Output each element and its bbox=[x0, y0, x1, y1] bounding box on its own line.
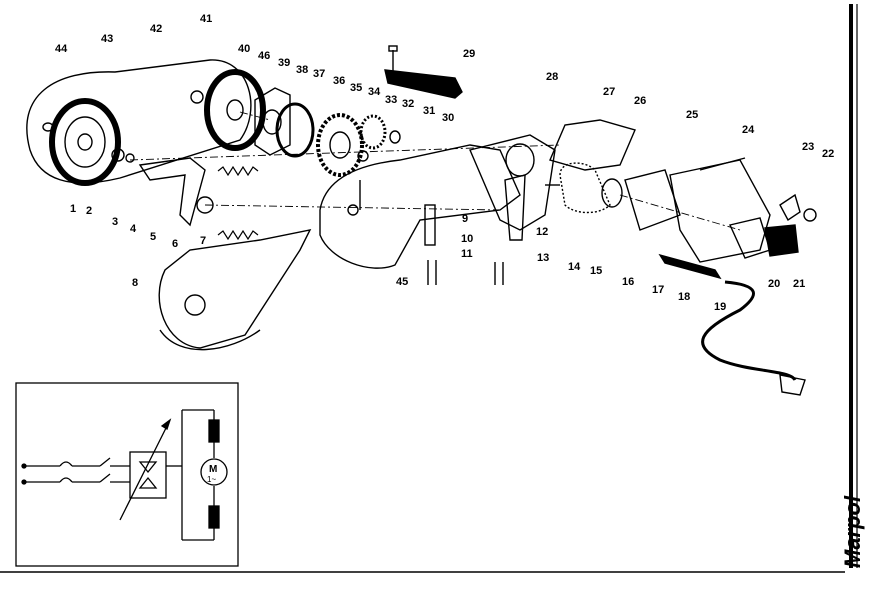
leader-lines bbox=[129, 111, 741, 231]
brand-logo: Marpol bbox=[840, 495, 865, 568]
part-labels: 1 2 3 4 5 6 7 8 9 10 11 12 13 14 15 16 1… bbox=[55, 13, 834, 313]
part-label-46: 46 bbox=[258, 50, 270, 62]
power-cord-18 bbox=[701, 280, 797, 382]
part-label-32: 32 bbox=[402, 98, 414, 110]
svg-text:Marpol: Marpol bbox=[840, 495, 865, 568]
plug bbox=[779, 374, 806, 396]
part-label-43: 43 bbox=[101, 33, 113, 45]
part-label-6: 6 bbox=[172, 238, 178, 250]
part-label-34: 34 bbox=[368, 86, 381, 98]
armature-13 bbox=[559, 162, 611, 214]
part-label-3: 3 bbox=[112, 216, 118, 228]
part-label-2: 2 bbox=[86, 205, 92, 217]
part-label-45: 45 bbox=[396, 276, 408, 288]
upper-belt-cover bbox=[26, 59, 252, 184]
part-label-26: 26 bbox=[634, 95, 646, 107]
part-label-14: 14 bbox=[568, 261, 581, 273]
part-label-13: 13 bbox=[537, 252, 549, 264]
part-label-12: 12 bbox=[536, 226, 548, 238]
part-label-44: 44 bbox=[55, 43, 68, 55]
switch-21 bbox=[764, 224, 799, 257]
part-label-24: 24 bbox=[742, 124, 755, 136]
speed-controller bbox=[129, 451, 167, 499]
motor-housing-24 bbox=[669, 159, 771, 263]
pulley-43 bbox=[49, 98, 121, 186]
circlip-38 bbox=[275, 102, 315, 158]
motor-sub-label: 1~ bbox=[207, 475, 216, 484]
part-label-35: 35 bbox=[350, 82, 362, 94]
part-label-20: 20 bbox=[768, 278, 780, 290]
schematic-frame bbox=[15, 382, 239, 567]
spring-6 bbox=[217, 165, 259, 177]
spring-7 bbox=[217, 229, 259, 241]
parts-line-art bbox=[26, 45, 817, 396]
part-label-4: 4 bbox=[130, 223, 137, 235]
part-label-36: 36 bbox=[333, 75, 345, 87]
part-label-42: 42 bbox=[150, 23, 162, 35]
gear-35 bbox=[316, 113, 364, 177]
part-label-28: 28 bbox=[546, 71, 558, 83]
part-label-39: 39 bbox=[278, 57, 290, 69]
part-label-41: 41 bbox=[200, 13, 212, 25]
gear-34 bbox=[359, 114, 387, 150]
bolt-44 bbox=[42, 122, 54, 132]
wiring-schematic bbox=[15, 382, 239, 567]
motor-label: M bbox=[209, 464, 217, 475]
part-label-23: 23 bbox=[802, 141, 814, 153]
part-label-33: 33 bbox=[385, 94, 397, 106]
bracket-27 bbox=[549, 119, 636, 171]
stator-15 bbox=[624, 169, 681, 231]
motor-symbol bbox=[200, 458, 228, 486]
part-label-8: 8 bbox=[132, 277, 138, 289]
part-label-40: 40 bbox=[238, 43, 250, 55]
part-label-17: 17 bbox=[652, 284, 664, 296]
gearbox-housing-30 bbox=[319, 144, 521, 269]
part-label-19: 19 bbox=[714, 301, 726, 313]
nut-41 bbox=[190, 90, 204, 104]
part-label-37: 37 bbox=[313, 68, 325, 80]
part-label-18: 18 bbox=[678, 291, 690, 303]
part-label-15: 15 bbox=[590, 265, 602, 277]
part-label-10: 10 bbox=[461, 233, 473, 245]
handle-17 bbox=[658, 253, 722, 280]
part-label-7: 7 bbox=[200, 235, 206, 247]
part-label-27: 27 bbox=[603, 86, 615, 98]
side-cover-8 bbox=[158, 229, 312, 349]
handle-29 bbox=[384, 69, 463, 99]
part-label-31: 31 bbox=[423, 105, 435, 117]
part-label-30: 30 bbox=[442, 112, 454, 124]
part-label-25: 25 bbox=[686, 109, 698, 121]
right-border bbox=[849, 4, 858, 568]
part-label-9: 9 bbox=[462, 213, 468, 225]
pulley-40 bbox=[204, 69, 266, 151]
part-label-21: 21 bbox=[793, 278, 805, 290]
part-label-11: 11 bbox=[461, 248, 473, 260]
part-label-22: 22 bbox=[822, 148, 834, 160]
part-label-16: 16 bbox=[622, 276, 634, 288]
part-label-1: 1 bbox=[70, 203, 76, 215]
part-label-29: 29 bbox=[463, 48, 475, 60]
part-label-38: 38 bbox=[296, 64, 308, 76]
part-label-5: 5 bbox=[150, 231, 156, 243]
